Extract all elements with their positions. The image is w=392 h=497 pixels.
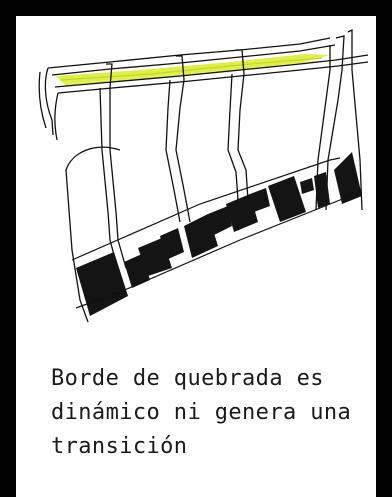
caption-line-3: transición	[51, 434, 188, 459]
road-lines	[38, 37, 369, 323]
caption-line-1: Borde de quebrada es	[51, 366, 324, 391]
connector-lines	[99, 28, 363, 271]
site-plan-diagram	[38, 28, 369, 323]
block-link-lines	[71, 157, 361, 309]
caption-text: Borde de quebrada es dinámico ni genera …	[51, 362, 371, 464]
building-blocks	[76, 152, 362, 316]
caption-line-2: dinámico ni genera una	[51, 400, 352, 425]
stream-band	[56, 54, 330, 86]
